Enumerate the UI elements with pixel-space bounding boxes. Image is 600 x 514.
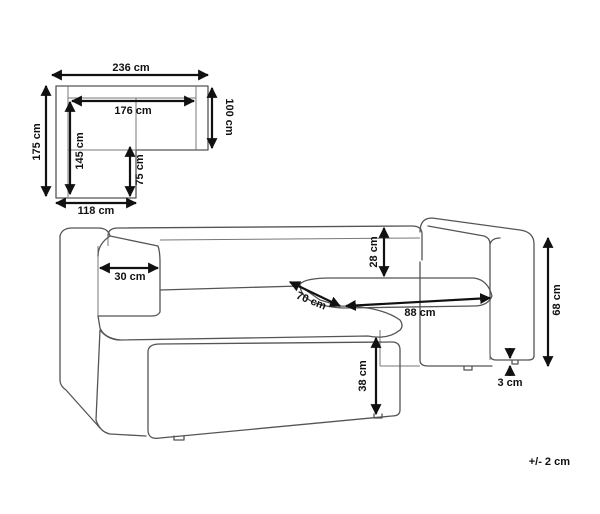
right-leg	[463, 365, 473, 371]
chaise-front	[95, 329, 147, 437]
tolerance-note: +/- 2 cm	[529, 456, 570, 468]
right-armrest-front	[489, 237, 501, 245]
backrest-height-label: 28 cm	[368, 236, 380, 267]
overall-width-label: 236 cm	[112, 62, 150, 74]
right-seat-base	[419, 261, 493, 367]
sofa-back	[107, 225, 423, 261]
seat-height-label: 38 cm	[357, 360, 369, 391]
seat-width-label: 176 cm	[114, 105, 152, 117]
chaise-leg	[373, 413, 383, 419]
dimension-line	[344, 293, 492, 311]
overall-height-label: 68 cm	[551, 284, 563, 315]
right-armrest	[419, 217, 535, 361]
chaise-leg	[173, 435, 185, 441]
top-view: 236 cm 176 cm 175 cm 145 cm 100 cm 75 cm…	[31, 62, 235, 217]
left-armrest-side	[59, 235, 101, 429]
chaise-top	[97, 285, 403, 341]
seat-width-front-label: 88 cm	[404, 307, 435, 319]
back-depth-label: 100 cm	[223, 98, 235, 136]
left-armrest	[59, 227, 161, 317]
leg-height-label: 3 cm	[497, 377, 522, 389]
chaise-body	[147, 341, 401, 439]
sofa-back-top-line	[159, 237, 421, 241]
right-arm-leg	[511, 359, 519, 365]
chaise-depth-label: 145 cm	[74, 132, 86, 170]
seat-depth-top-label: 75 cm	[134, 154, 146, 185]
left-armrest-inner	[97, 235, 111, 257]
armrest-width-label: 30 cm	[114, 271, 145, 283]
chaise-width-label: 118 cm	[78, 205, 115, 217]
perspective-view: 30 cm 28 cm 70 cm 88 cm 68 cm 38 cm 3 cm	[59, 217, 563, 441]
dimension-line	[289, 281, 341, 307]
overall-depth-label: 175 cm	[31, 123, 43, 161]
